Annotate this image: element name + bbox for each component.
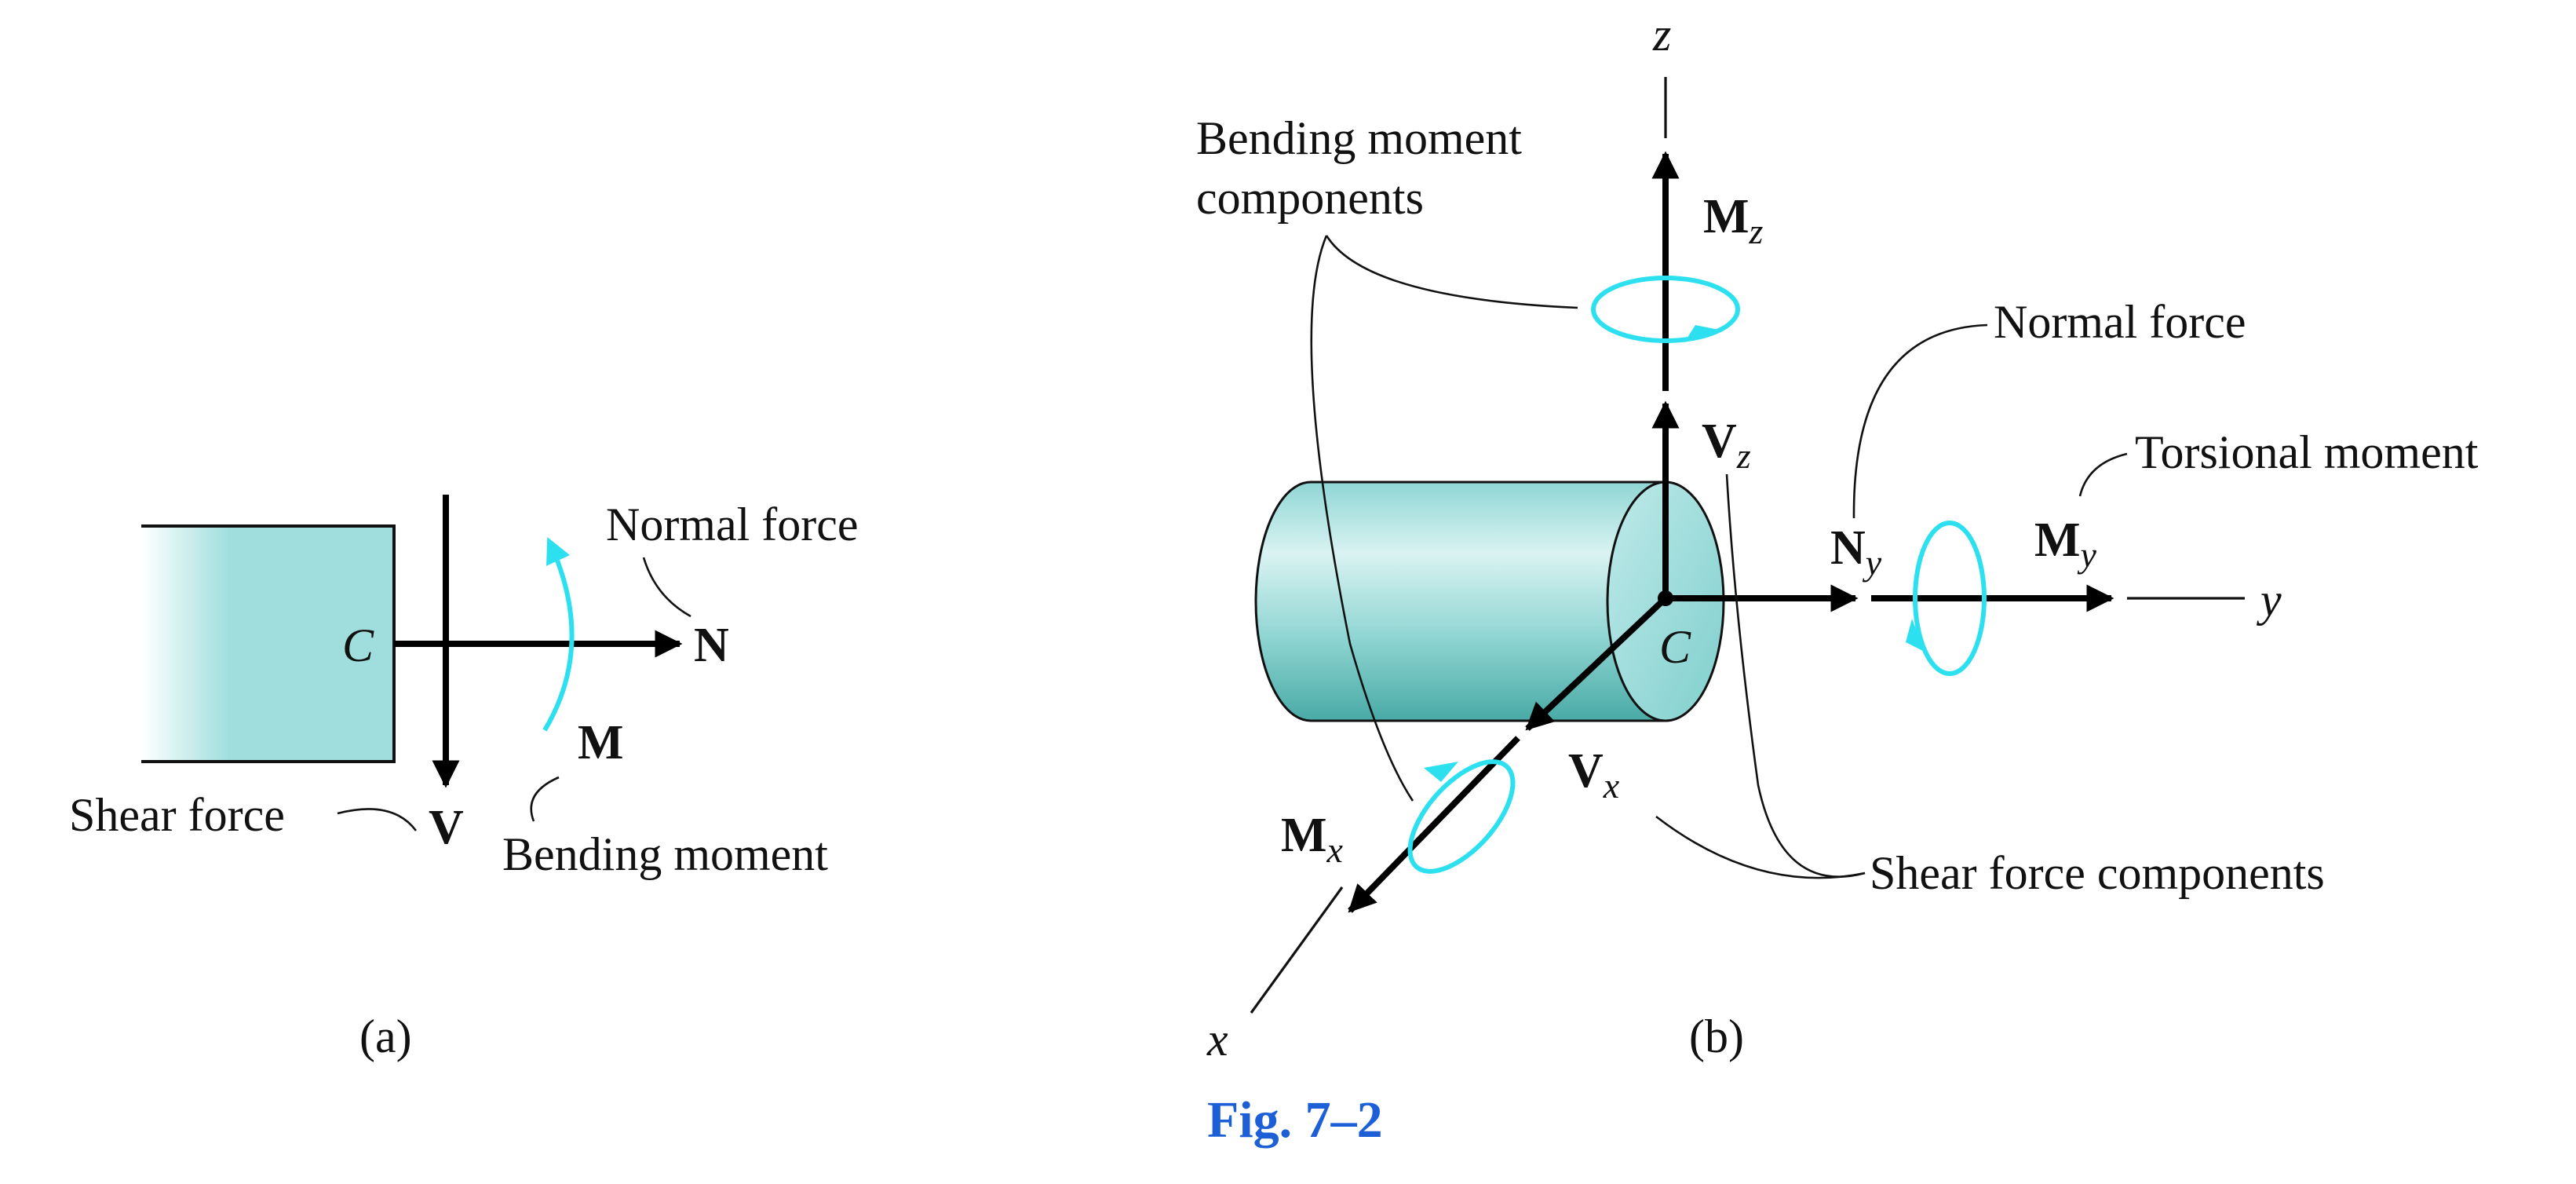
axis-label-z: z bbox=[1652, 9, 1671, 60]
bending-leader-to-mz bbox=[1325, 235, 1578, 309]
shear-force-label-a: Shear force bbox=[69, 789, 285, 841]
shear-force-components-label: Shear force components bbox=[1870, 847, 2325, 899]
bending-leader-to-mx bbox=[1310, 235, 1414, 802]
vx-symbol: Vx bbox=[1568, 744, 1620, 806]
my-symbol: My bbox=[2034, 513, 2097, 575]
point-c-a: C bbox=[342, 619, 374, 671]
mz-symbol: Mz bbox=[1703, 190, 1764, 251]
bending-moment-label-a: Bending moment bbox=[502, 828, 828, 880]
normal-force-symbol-a: N bbox=[694, 619, 729, 672]
shear-leader-to-vz bbox=[1725, 473, 1866, 878]
bending-moment-components-line2: components bbox=[1196, 172, 1424, 224]
bending-moment-leader bbox=[530, 776, 560, 822]
mz-rotation-head bbox=[1684, 325, 1719, 342]
cut-section-block bbox=[141, 526, 394, 762]
vx-arrow bbox=[1525, 596, 1668, 731]
mz-rotation bbox=[1591, 276, 1740, 343]
shear-force-leader bbox=[337, 808, 418, 831]
mx-arrow bbox=[1348, 736, 1520, 913]
panel-b: C z y x Mz Vz bbox=[1196, 9, 2479, 1065]
caption-b: (b) bbox=[1689, 1010, 1744, 1062]
moment-symbol-a: M bbox=[578, 716, 624, 769]
point-c-b: C bbox=[1659, 621, 1691, 673]
shear-symbol-a: V bbox=[429, 801, 464, 854]
vz-symbol: Vz bbox=[1702, 415, 1751, 476]
ny-symbol: Ny bbox=[1830, 521, 1882, 583]
bending-moment-components-line1: Bending moment bbox=[1196, 112, 1522, 164]
normal-force-leader bbox=[642, 557, 691, 618]
mx-symbol: Mx bbox=[1281, 809, 1344, 870]
my-rotation bbox=[1913, 521, 1987, 676]
normal-force-leader-b bbox=[1852, 323, 1988, 519]
figure-caption: Fig. 7–2 bbox=[1207, 1091, 1383, 1149]
bending-moment-arc bbox=[542, 537, 575, 732]
torsional-moment-label: Torsional moment bbox=[2135, 426, 2479, 478]
mx-rotation bbox=[1407, 759, 1516, 874]
axis-label-y: y bbox=[2256, 574, 2282, 626]
my-rotation-head bbox=[1906, 619, 1925, 652]
panel-a: C Normal force N M Bending moment V Shea… bbox=[69, 495, 859, 1062]
caption-a: (a) bbox=[359, 1010, 412, 1062]
cylinder-body bbox=[1254, 481, 1667, 722]
mx-rotation-head bbox=[1424, 762, 1458, 782]
torsional-leader bbox=[2078, 452, 2128, 497]
normal-force-label-b: Normal force bbox=[1994, 296, 2246, 348]
normal-force-label-a: Normal force bbox=[606, 499, 859, 550]
x-axis-line bbox=[1250, 886, 1344, 1014]
shear-leader-to-vx bbox=[1655, 815, 1866, 879]
axis-label-x: x bbox=[1206, 1014, 1228, 1065]
